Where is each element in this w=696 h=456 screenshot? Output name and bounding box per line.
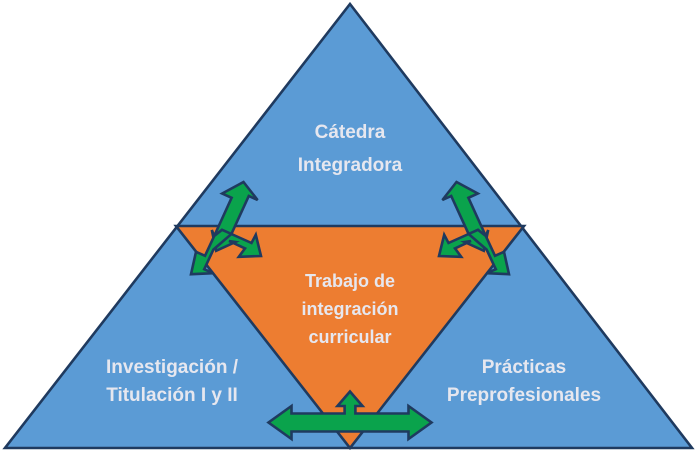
practicas-line-2: Preprofesionales [447, 385, 601, 406]
inner-inverted-triangle-shape[interactable] [173, 224, 527, 451]
left-triple-arrow[interactable] [189, 180, 263, 276]
label-group-catedra-integradora: Cátedra Integradora [298, 122, 403, 176]
investigacion-line-2: Titulación I y II [106, 385, 238, 406]
trabajo-line-3: curricular [308, 327, 391, 347]
label-group-practicas-preprofesionales: Prácticas Preprofesionales [447, 357, 601, 406]
bottom-arrow-shape[interactable] [266, 389, 434, 442]
catedra-line-2: Integradora [298, 155, 403, 176]
trabajo-line-2: integración [301, 299, 398, 319]
bottom-triple-arrow[interactable] [266, 389, 434, 442]
label-group-investigacion-titulacion: Investigación / Titulación I y II [106, 357, 239, 406]
trabajo-line-1: Trabajo de [305, 271, 395, 291]
catedra-line-1: Cátedra [315, 122, 386, 143]
investigacion-line-1: Investigación / [106, 357, 239, 378]
practicas-line-1: Prácticas [482, 357, 567, 378]
right-triple-arrow[interactable] [437, 180, 511, 276]
label-group-trabajo-integracion-curricular: Trabajo de integración curricular [301, 271, 398, 347]
left-arrow-lower-tail[interactable] [189, 228, 234, 276]
right-arrow-lower-tail[interactable] [466, 228, 511, 276]
